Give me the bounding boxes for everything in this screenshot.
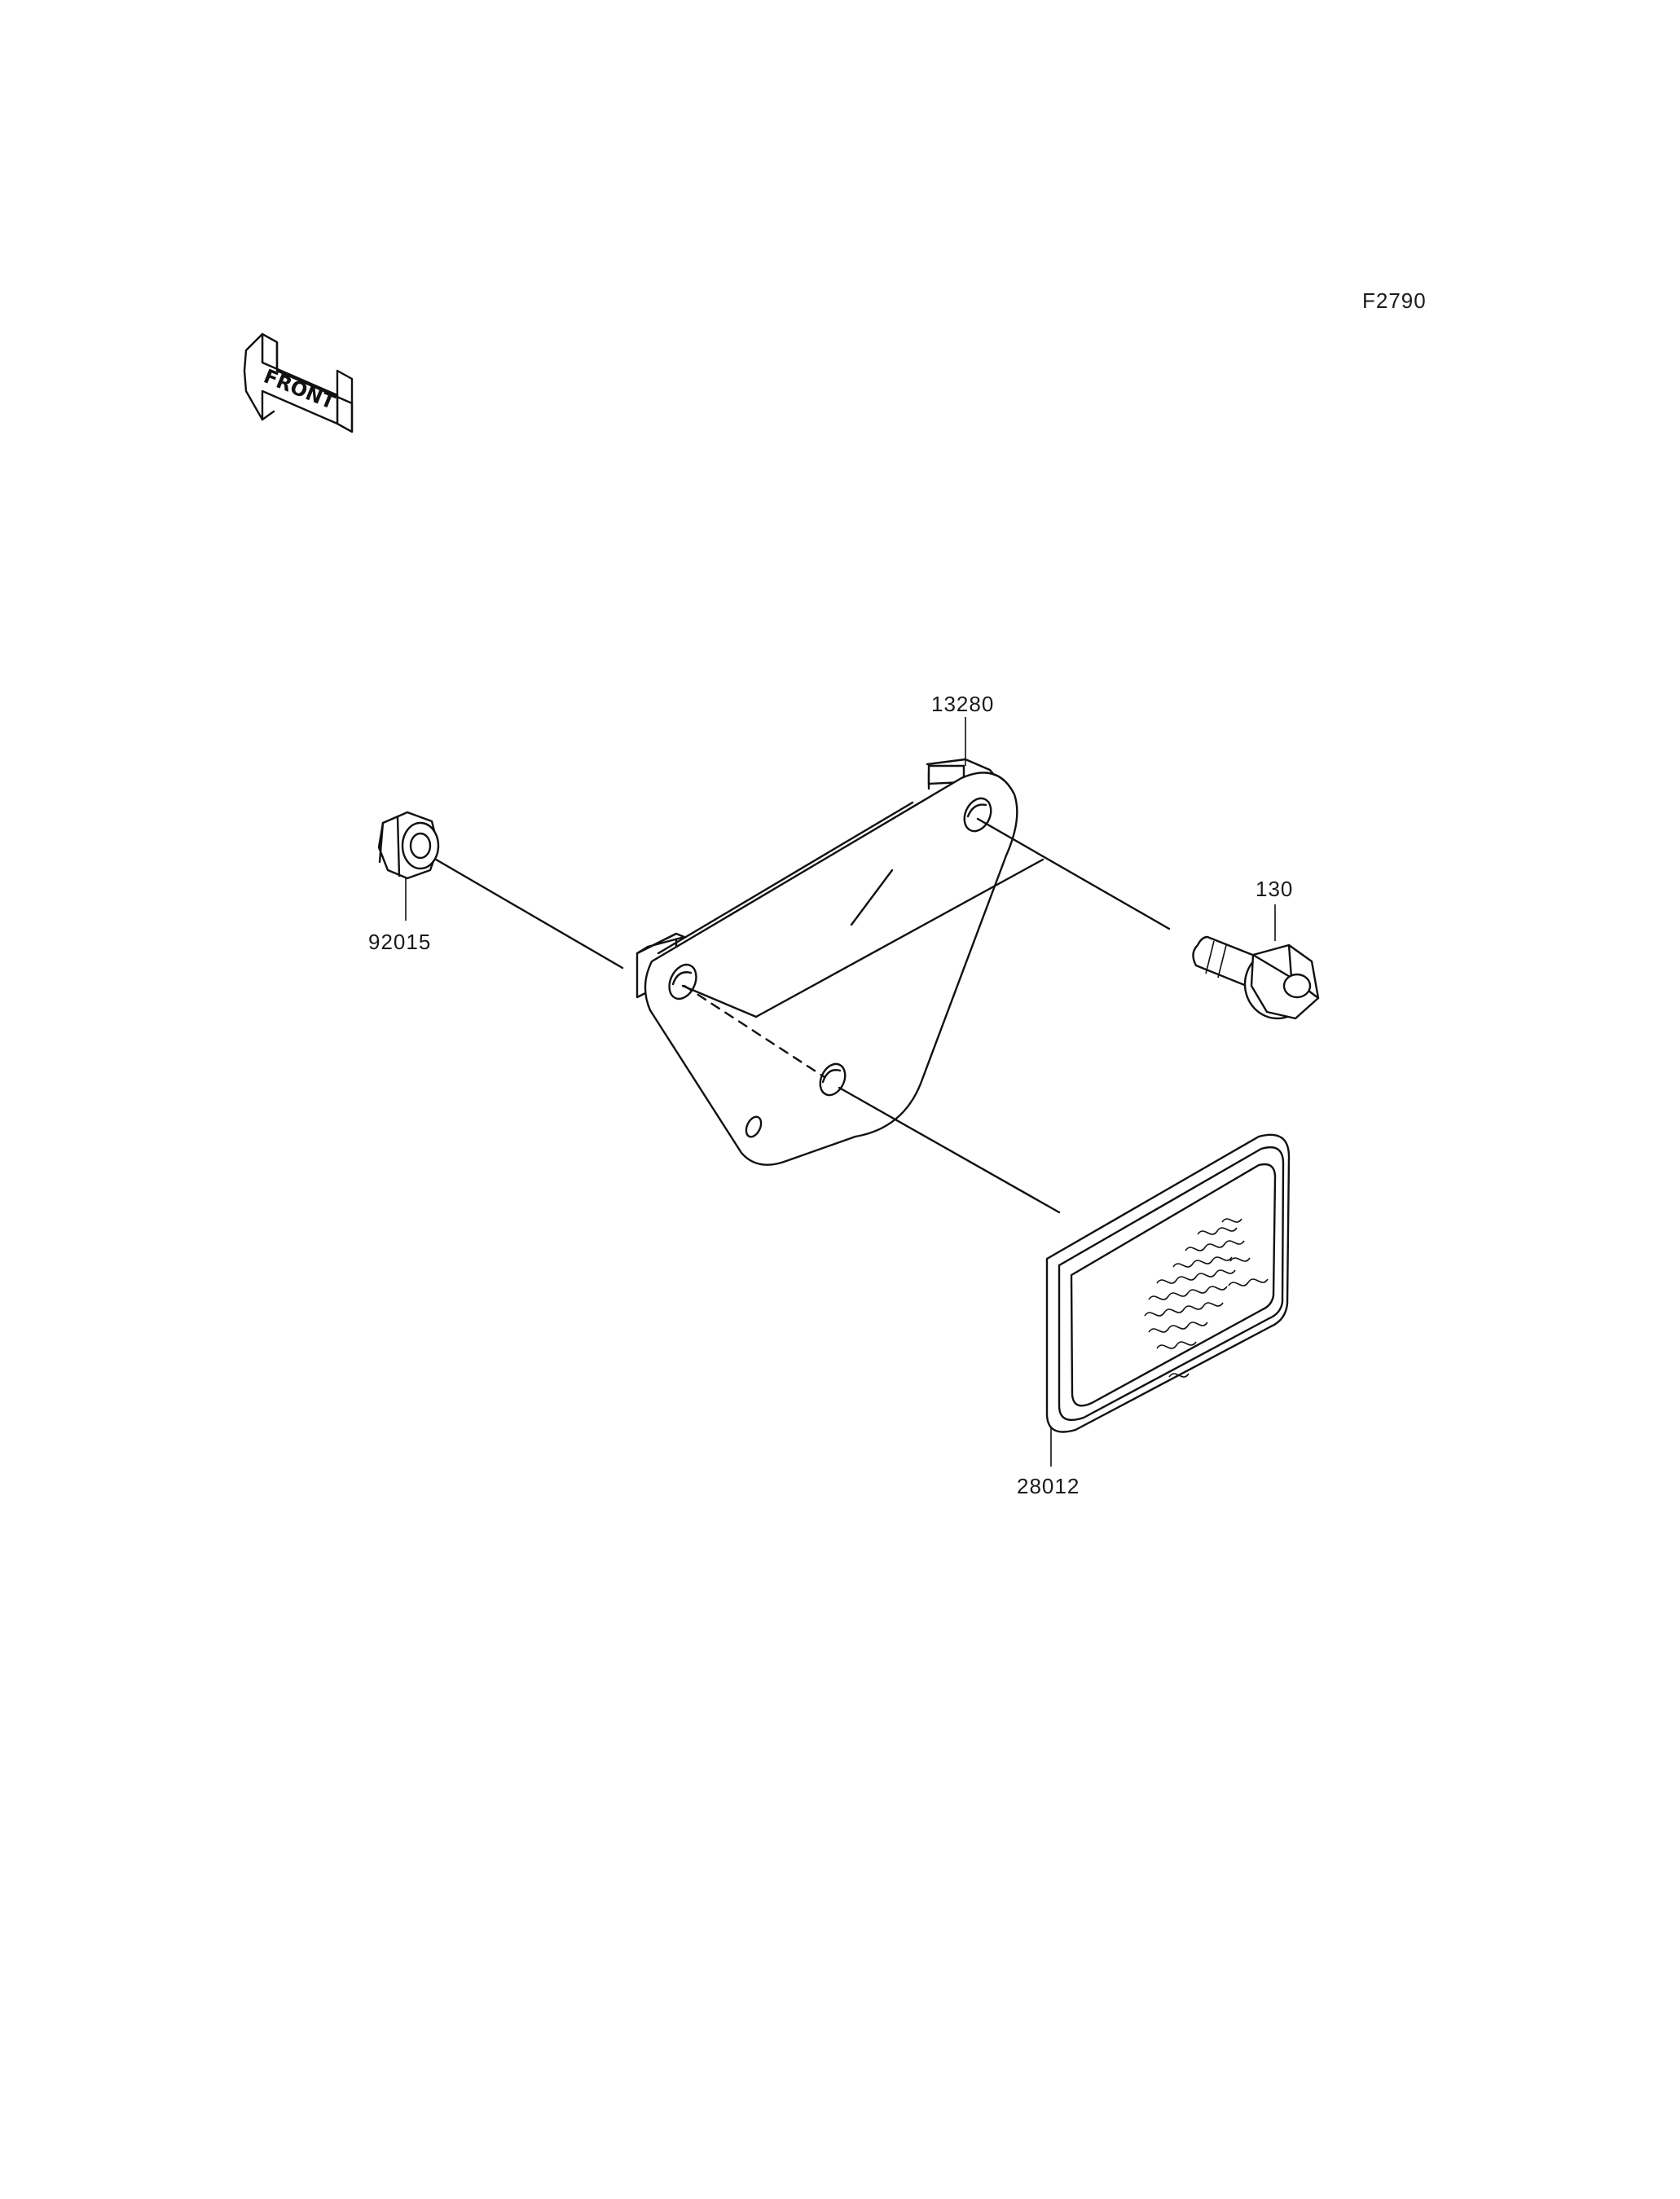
figure-code: F2790 bbox=[1362, 288, 1427, 313]
part-label-13280: 13280 bbox=[931, 692, 994, 716]
part-label-28012: 28012 bbox=[1017, 1474, 1080, 1498]
reflector-pattern-icon bbox=[1144, 1218, 1269, 1378]
flange-nut-92015 bbox=[377, 811, 440, 880]
leader-lines bbox=[405, 717, 1276, 1467]
part-label-92015: 92015 bbox=[368, 930, 431, 954]
part-label-130: 130 bbox=[1256, 877, 1293, 901]
bracket-13280 bbox=[635, 758, 1018, 1166]
front-arrow-icon: FRONT bbox=[243, 332, 354, 433]
flange-bolt-130 bbox=[1192, 935, 1320, 1020]
reflector-28012 bbox=[1045, 1133, 1291, 1433]
